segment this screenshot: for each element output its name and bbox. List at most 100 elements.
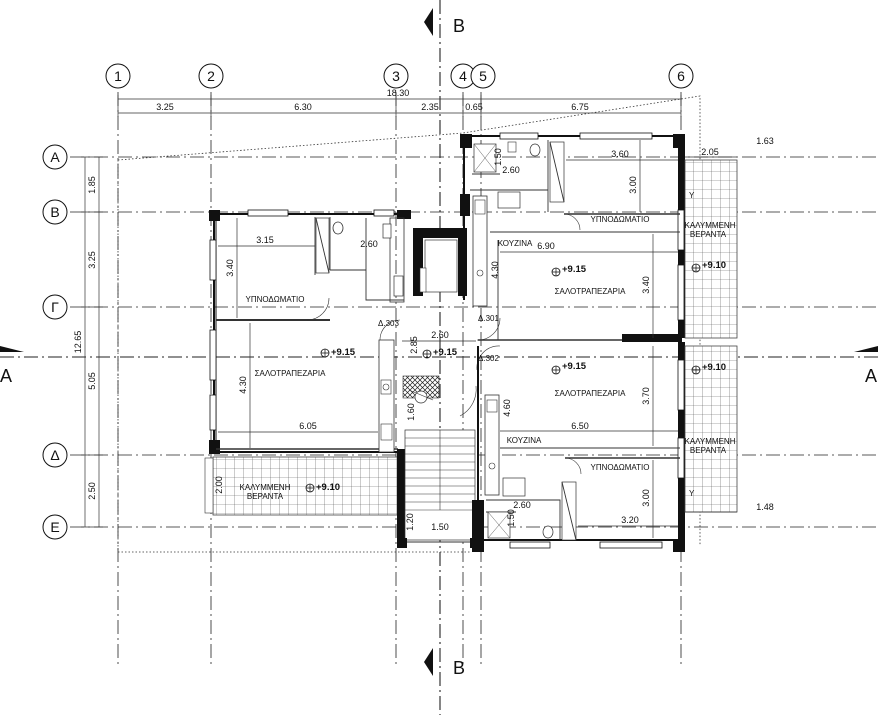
row-label-a: A — [50, 149, 60, 165]
section-mark-right: A — [865, 366, 877, 386]
door-tag-d302: Δ.302 — [478, 354, 499, 363]
level-markers: +9.15 +9.15 +9.15 +9.15 +9.10 +9.10 — [305, 260, 726, 493]
row-bubbles: A B Γ Δ E — [42, 144, 68, 540]
dim-br-bath-height: 1.50 — [506, 509, 516, 527]
dim-tr-kitchen-height: 4.30 — [490, 261, 500, 279]
dim-tr-living-height: 3.40 — [641, 276, 651, 294]
column-label-6: 6 — [677, 68, 685, 84]
top-right-apartment — [460, 132, 685, 342]
row-label-e: E — [50, 519, 59, 535]
door-tags: Δ.301 Δ.302 Δ.303 — [378, 314, 499, 363]
row-label-d: Δ — [50, 447, 59, 463]
dim-tr-bedroom-width: 3.60 — [611, 149, 629, 159]
column-bubbles: 1 2 3 4 5 6 — [105, 63, 694, 89]
dim-corridor-width: 2.60 — [431, 330, 449, 340]
room-label-br-veranda-1: ΚΑΛΥΜΜΕΝΗ — [685, 437, 736, 446]
room-label-tr-kitchen: ΚΟΥΖΙΝΑ — [498, 239, 533, 248]
dim-row-g-d: 5.05 — [87, 372, 97, 390]
level-corridor: +9.15 — [422, 347, 458, 359]
dim-tr-bath-height: 1.50 — [493, 148, 503, 166]
dim-br-living-height: 3.70 — [641, 387, 651, 405]
left-apartment — [204, 209, 411, 548]
door-tag-d303: Δ.303 — [378, 319, 399, 328]
svg-text:+9.15: +9.15 — [433, 347, 458, 358]
level-br-living: +9.15 — [551, 361, 587, 375]
dim-left-bedroom-height: 3.40 — [225, 259, 235, 277]
dim-br-kitchen-height: 4.60 — [502, 399, 512, 417]
dim-left-bath: 2.60 — [360, 239, 378, 249]
dim-col-4-5: 0.65 — [465, 102, 483, 112]
room-label-tr-living: ΣΑΛΟΤΡΑΠΕΖΑΡΙΑ — [555, 287, 627, 296]
core — [397, 228, 501, 548]
left-dimensions: 12.65 1.85 3.25 5.05 2.50 — [73, 156, 103, 528]
svg-text:+9.10: +9.10 — [702, 260, 726, 271]
dim-col-5-6: 6.75 — [571, 102, 589, 112]
level-left-living: +9.15 — [320, 347, 356, 358]
dim-left-living-height: 4.30 — [238, 376, 248, 394]
dim-veranda-width-top: 2.05 — [701, 147, 719, 157]
section-mark-left: A — [0, 366, 12, 386]
bottom-right-apartment — [472, 342, 685, 552]
dim-row-a-b: 1.85 — [87, 176, 97, 194]
dim-tr-living-width: 6.90 — [537, 241, 555, 251]
room-label-left-bedroom: ΥΠΝΟΔΩΜΑΤΙΟ — [245, 295, 304, 304]
mark-y-bottom: Y — [689, 489, 695, 498]
room-dimensions: 3.15 3.40 2.60 6.05 4.30 2.00 2.60 2.85 … — [214, 140, 678, 538]
dim-left-veranda-height: 2.00 — [214, 476, 224, 494]
room-label-br-living: ΣΑΛΟΤΡΑΠΕΖΑΡΙΑ — [555, 389, 627, 398]
dim-col-1-2: 3.25 — [156, 102, 174, 112]
right-verandas: 2.05 1.63 1.48 — [684, 136, 774, 513]
room-label-br-bedroom: ΥΠΝΟΔΩΜΑΤΙΟ — [590, 463, 649, 472]
room-label-tr-veranda-2: ΒΕΡΑΝΤΑ — [690, 230, 727, 239]
svg-text:+9.15: +9.15 — [331, 347, 356, 358]
row-label-g: Γ — [51, 299, 59, 315]
dim-br-bedroom-height: 3.00 — [641, 489, 651, 507]
column-label-1: 1 — [114, 68, 122, 84]
column-label-4: 4 — [459, 68, 467, 84]
dim-col-3-4: 2.35 — [421, 102, 439, 112]
dim-br-bath: 2.60 — [513, 500, 531, 510]
svg-text:+9.15: +9.15 — [562, 264, 587, 275]
room-labels: ΥΠΝΟΔΩΜΑΤΙΟ ΣΑΛΟΤΡΑΠΕΖΑΡΙΑ ΥΠΝΟΔΩΜΑΤΙΟ Κ… — [240, 215, 736, 501]
dim-veranda-offset-top: 1.63 — [756, 136, 774, 146]
dim-col-2-3: 6.30 — [294, 102, 312, 112]
svg-text:+9.10: +9.10 — [702, 362, 726, 373]
dim-corridor-height: 2.85 — [409, 336, 419, 354]
dim-stair-height: 1.60 — [406, 403, 416, 421]
row-label-b: B — [50, 204, 59, 220]
room-label-br-kitchen: ΚΟΥΖΙΝΑ — [507, 436, 542, 445]
section-markers: B B A A — [0, 8, 878, 678]
dim-lift-width: 1.50 — [431, 522, 449, 532]
section-mark-bottom: B — [453, 658, 465, 678]
dim-row-b-g: 3.25 — [87, 251, 97, 269]
dim-total-width: 18.30 — [387, 88, 410, 98]
dim-row-d-e: 2.50 — [87, 482, 97, 500]
level-br-veranda: +9.10 — [691, 362, 726, 375]
level-tr-living: +9.15 — [551, 264, 587, 277]
dim-br-living-width: 6.50 — [571, 421, 589, 431]
top-dimensions: 18.30 3.25 6.30 2.35 0.65 6.75 — [117, 88, 682, 117]
svg-text:+9.10: +9.10 — [316, 482, 340, 493]
small-marks: Y Y — [689, 191, 695, 498]
dim-veranda-offset-bottom: 1.48 — [756, 502, 774, 512]
dim-br-bedroom-width: 3.20 — [621, 515, 639, 525]
column-label-3: 3 — [392, 68, 400, 84]
dim-left-bedroom-width: 3.15 — [256, 235, 274, 245]
room-label-br-veranda-2: ΒΕΡΑΝΤΑ — [690, 446, 727, 455]
section-mark-top: B — [453, 16, 465, 36]
dim-lift-height: 1.20 — [405, 513, 415, 531]
svg-text:+9.15: +9.15 — [562, 361, 587, 372]
level-left-veranda: +9.10 — [305, 482, 340, 493]
dim-tr-bedroom-height: 3.00 — [628, 176, 638, 194]
room-label-tr-bedroom: ΥΠΝΟΔΩΜΑΤΙΟ — [590, 215, 649, 224]
room-label-left-living: ΣΑΛΟΤΡΑΠΕΖΑΡΙΑ — [255, 369, 327, 378]
dim-left-living-width: 6.05 — [299, 421, 317, 431]
level-tr-veranda: +9.10 — [691, 260, 726, 273]
site-outline — [117, 95, 701, 553]
room-label-tr-veranda-1: ΚΑΛΥΜΜΕΝΗ — [685, 221, 736, 230]
column-label-2: 2 — [207, 68, 215, 84]
column-label-5: 5 — [479, 68, 487, 84]
room-label-left-veranda-1: ΚΑΛΥΜΜΕΝΗ — [240, 483, 291, 492]
mark-y-top: Y — [689, 191, 695, 200]
